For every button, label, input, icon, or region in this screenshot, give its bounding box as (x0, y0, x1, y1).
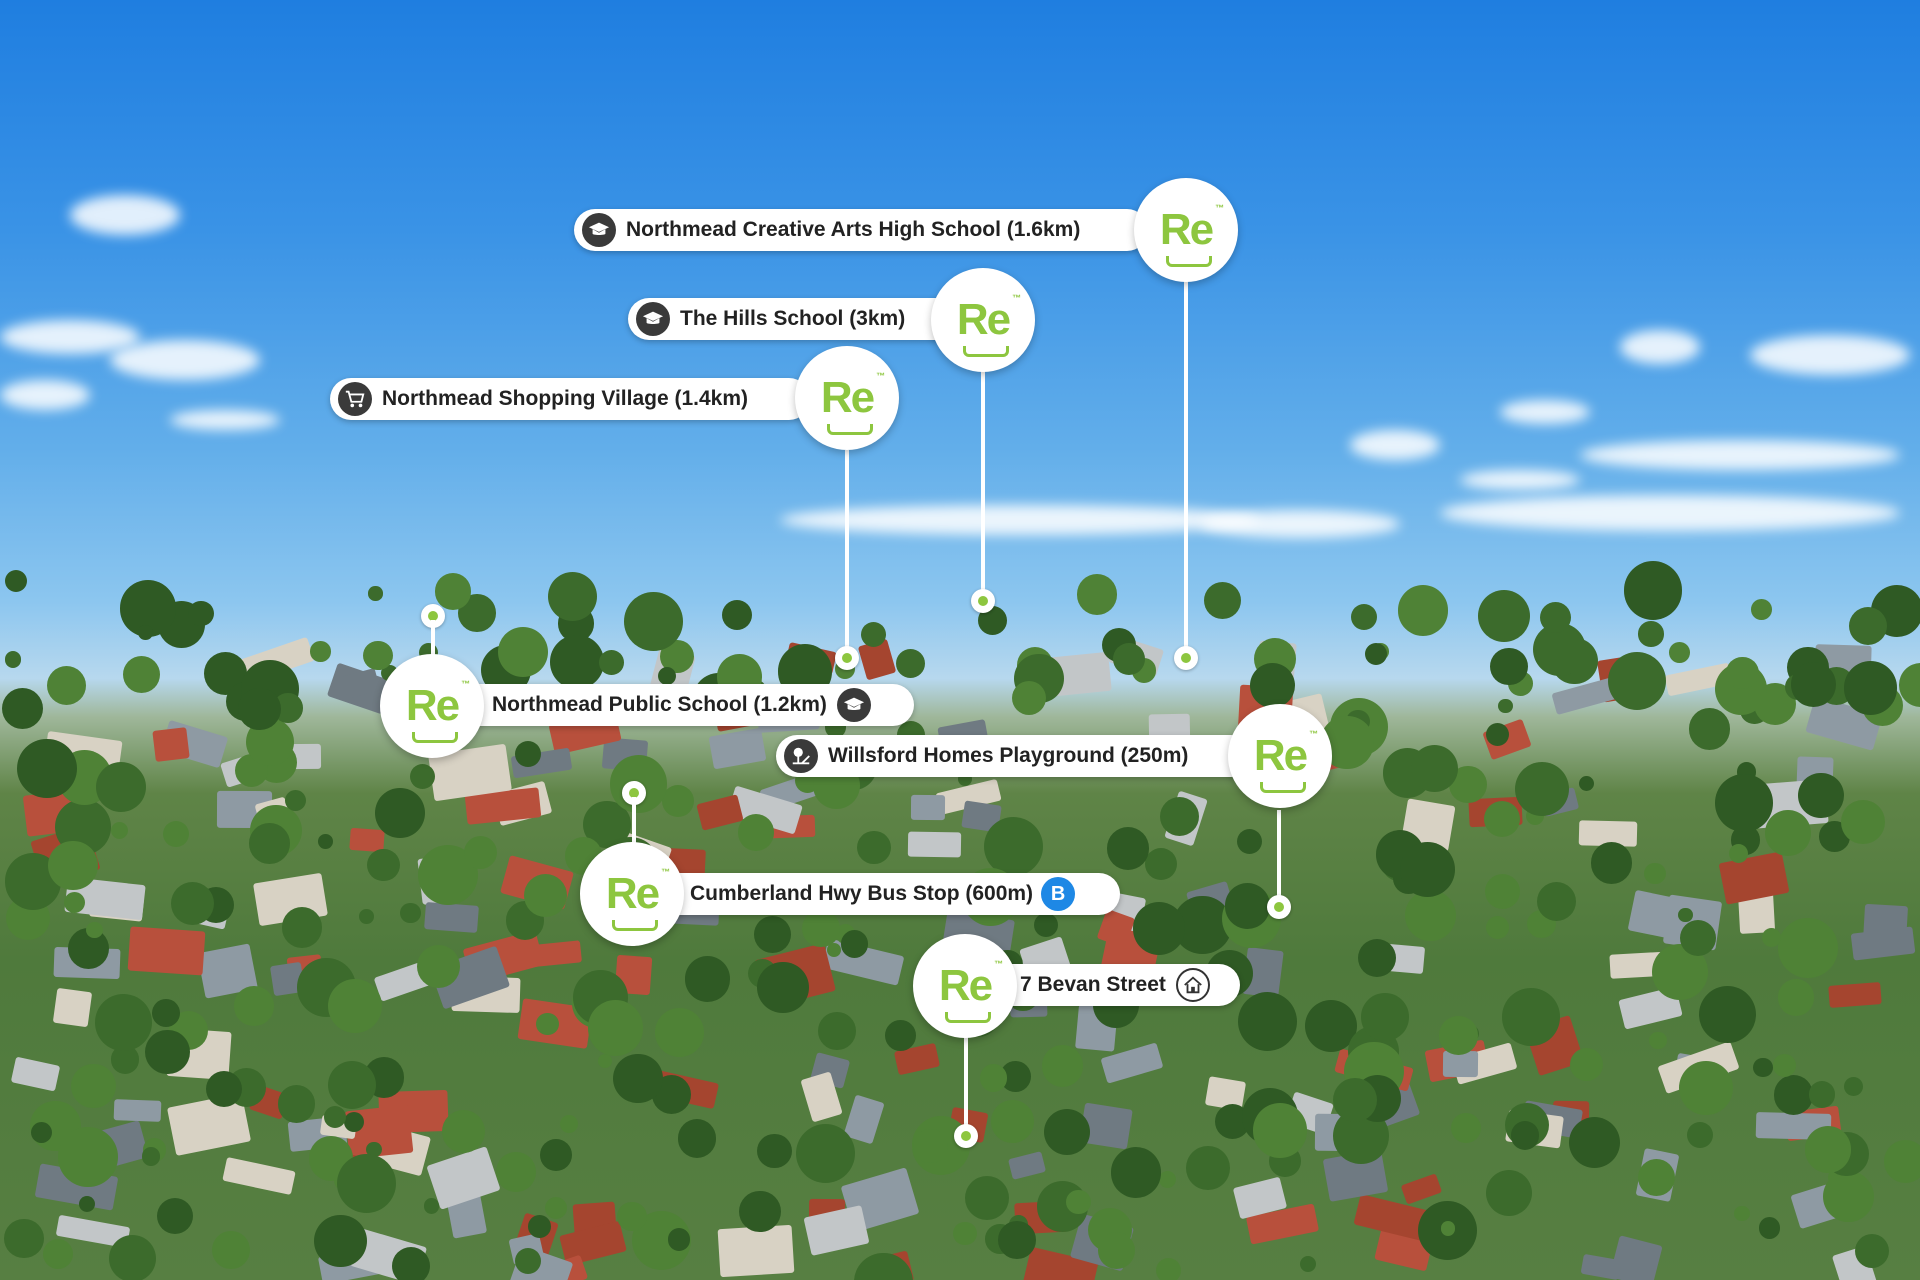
suburb-ground (0, 560, 1920, 1280)
callout-label-bevan-street: 7 Bevan Street (960, 964, 1240, 1006)
callout-text: 7 Bevan Street (1020, 973, 1166, 996)
callout-stem (1277, 810, 1281, 905)
graduation-cap-icon (636, 302, 670, 336)
callout-stem (431, 620, 435, 680)
house-icon (1175, 968, 1210, 1002)
callout-stem (1184, 280, 1188, 650)
callout-text: The Hills School (3km) (680, 307, 906, 330)
location-dot (835, 646, 859, 670)
location-dot (1267, 895, 1291, 919)
location-dot (954, 1124, 978, 1148)
location-dot (971, 589, 995, 613)
callout-stem (981, 370, 985, 602)
callout-label-northmead-creative-arts: Northmead Creative Arts High School (1.6… (574, 209, 1148, 251)
shopping-cart-icon (338, 382, 372, 416)
callout-label-the-hills-school: The Hills School (3km) (628, 298, 958, 340)
callout-label-willsford-playground: Willsford Homes Playground (250m) (776, 735, 1252, 777)
bus-b-icon: B (1041, 877, 1076, 911)
callout-text: Northmead Public School (1.2km) (492, 693, 827, 716)
callout-label-northmead-shopping: Northmead Shopping Village (1.4km) (330, 378, 810, 420)
graduation-cap-icon (836, 688, 871, 722)
graduation-cap-icon (582, 213, 616, 247)
callout-stem (845, 450, 849, 660)
callout-text: Northmead Shopping Village (1.4km) (382, 387, 749, 410)
callout-label-bus-stop: Cumberland Hwy Bus Stop (600m) B (630, 873, 1120, 915)
callout-stem (964, 1035, 968, 1131)
callout-text: Northmead Creative Arts High School (1.6… (626, 218, 1081, 241)
playground-tree-icon (784, 739, 818, 773)
callout-stem (632, 797, 636, 843)
callout-text: Willsford Homes Playground (250m) (828, 744, 1189, 767)
callout-text: Cumberland Hwy Bus Stop (600m) (690, 882, 1034, 905)
location-dot (1174, 646, 1198, 670)
callout-label-northmead-public: Northmead Public School (1.2km) (420, 684, 914, 726)
